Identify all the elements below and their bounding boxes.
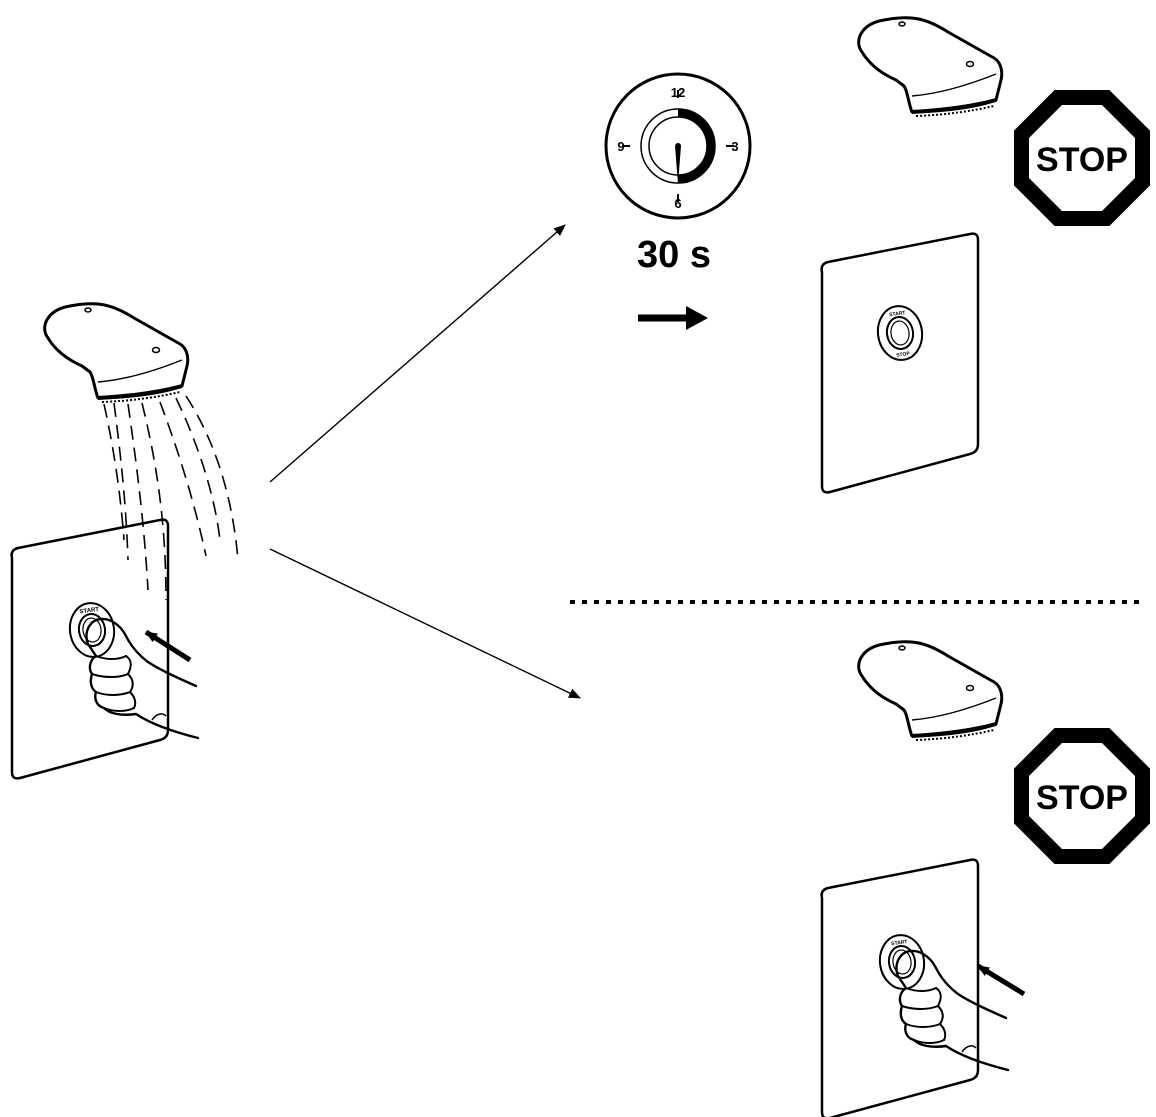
upper-scene: 12 3 6 9 30 s STOP START STOP: [604, 15, 1150, 494]
timer-icon: 12 3 6 9: [604, 72, 752, 220]
stop-sign-text-upper: STOP: [1036, 141, 1128, 179]
stop-sign-icon-lower: STOP: [1014, 728, 1150, 864]
shower-head-icon-off-lower: [856, 639, 1004, 742]
button-start-label-lower: START: [891, 939, 908, 947]
press-arrow-icon: [144, 629, 192, 663]
branch-arrow-lower: [269, 548, 581, 699]
lower-scene: STOP START: [820, 639, 1150, 1117]
timer-duration-label: 30 s: [637, 234, 711, 276]
dial-6: 6: [674, 196, 681, 211]
stop-sign-icon-upper: STOP: [1014, 90, 1150, 226]
button-start-label: START: [79, 607, 100, 616]
left-scene: START: [10, 301, 239, 780]
shower-head-icon: [42, 301, 190, 404]
timer-elapsed-arc: [677, 108, 716, 184]
dial-9: 9: [617, 139, 624, 154]
press-arrow-icon-lower: [976, 963, 1026, 997]
water-spray-icon: [103, 395, 239, 601]
wall-panel-upper: [820, 232, 980, 494]
then-arrow-head: [686, 306, 708, 330]
button-start-label-upper: START: [889, 310, 906, 318]
shower-head-icon-off-upper: [856, 15, 1004, 119]
dial-12: 12: [671, 85, 685, 100]
stop-sign-text-lower: STOP: [1036, 779, 1128, 817]
branch-arrow-upper: [269, 224, 566, 483]
button-stop-label-upper: STOP: [896, 351, 911, 359]
dial-3: 3: [731, 139, 738, 154]
